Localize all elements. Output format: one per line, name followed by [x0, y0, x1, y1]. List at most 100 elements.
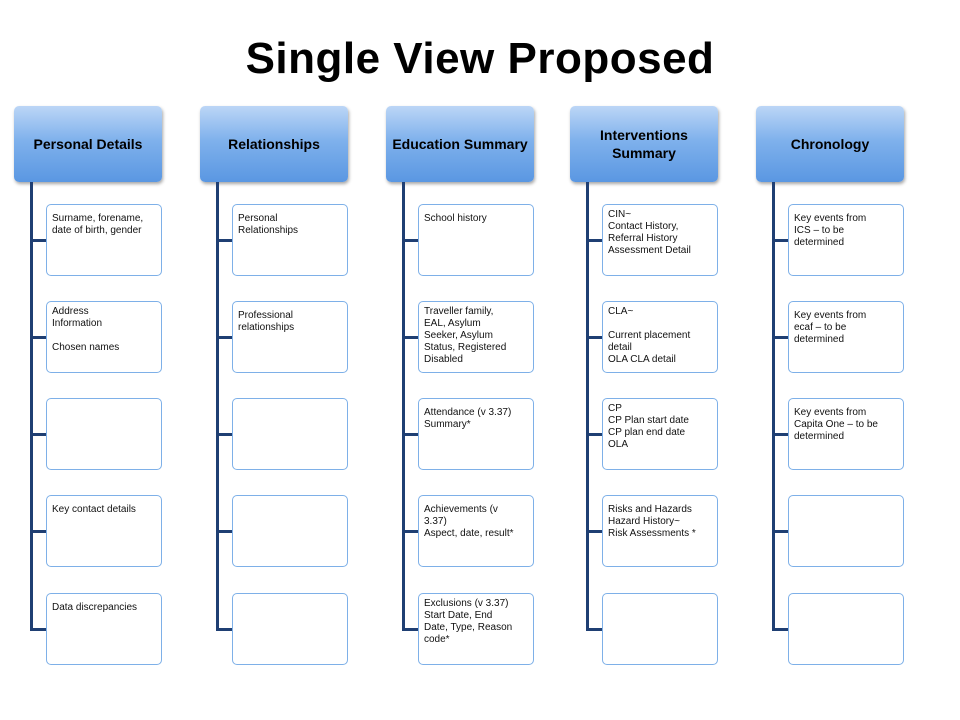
- connector-branch: [402, 239, 418, 242]
- box-text-line: Capita One – to be: [794, 419, 878, 430]
- connector-branch: [216, 530, 232, 533]
- connector-branch: [30, 530, 46, 533]
- box-text-line: 3.37): [424, 516, 447, 527]
- box-text-line: detail: [608, 342, 632, 353]
- box-text-line: Personal: [238, 213, 278, 224]
- connector-branch: [586, 530, 602, 533]
- connector-branch: [30, 433, 46, 436]
- box-text-line: Achievements (v: [424, 504, 498, 515]
- connector-branch: [402, 628, 418, 631]
- box-text-line: Date, Type, Reason: [424, 622, 513, 633]
- connector-branch: [586, 239, 602, 242]
- column-header-education-summary: Education Summary: [386, 106, 534, 182]
- box-text-line: ICS – to be: [794, 225, 845, 236]
- box-text-line: Contact History,: [608, 221, 679, 232]
- box-text-line: determined: [794, 237, 845, 248]
- box-text-line: Risk Assessments *: [608, 528, 696, 539]
- box-text-line: Key contact details: [52, 504, 136, 515]
- child-box-personal-details-1: Surname, forename,date of birth, gender: [46, 204, 162, 276]
- box-text-line: Key events from: [794, 310, 867, 321]
- page-title: Single View Proposed: [245, 34, 715, 83]
- box-text-line: determined: [794, 334, 845, 345]
- connector-branch: [402, 336, 418, 339]
- child-box-personal-details-5: Data discrepancies: [46, 593, 162, 665]
- connector-branch: [772, 628, 788, 631]
- box-text-line: Information: [52, 318, 103, 329]
- box-text-line: Chosen names: [52, 342, 120, 353]
- box-text-line: School history: [424, 213, 487, 224]
- child-box-relationships-4: [232, 495, 348, 567]
- box-text-line: Start Date, End: [424, 610, 493, 621]
- box-text-line: Professional: [238, 310, 294, 321]
- child-box-chronology-4: [788, 495, 904, 567]
- connector-branch: [402, 530, 418, 533]
- child-box-education-summary-1: School history: [418, 204, 534, 276]
- box-text-line: Relationships: [238, 225, 299, 236]
- column-header-relationships: Relationships: [200, 106, 348, 182]
- box-text-line: Aspect, date, result*: [424, 528, 514, 539]
- box-text-line: OLA: [608, 439, 629, 450]
- column-header-interventions-summary: Interventions Summary: [570, 106, 718, 182]
- box-text-line: [52, 330, 156, 342]
- connector-trunk: [402, 182, 405, 631]
- box-text-line: Current placement: [608, 330, 691, 341]
- connector-branch: [216, 628, 232, 631]
- box-text-line: Key events from: [794, 407, 867, 418]
- connector-branch: [402, 433, 418, 436]
- box-text-line: Address: [52, 306, 89, 317]
- connector-branch: [772, 433, 788, 436]
- child-box-relationships-5: [232, 593, 348, 665]
- connector-trunk: [30, 182, 33, 631]
- connector-branch: [772, 530, 788, 533]
- box-text-line: determined: [794, 431, 845, 442]
- child-box-chronology-5: [788, 593, 904, 665]
- connector-trunk: [772, 182, 775, 631]
- box-text-line: Attendance (v 3.37): [424, 407, 512, 418]
- box-text-line: relationships: [238, 322, 295, 333]
- child-box-relationships-3: [232, 398, 348, 470]
- box-text-line: CP Plan start date: [608, 415, 689, 426]
- connector-branch: [216, 433, 232, 436]
- box-text-line: Exclusions (v 3.37): [424, 598, 509, 609]
- box-text-line: EAL, Asylum: [424, 318, 481, 329]
- connector-branch: [30, 628, 46, 631]
- connector-branch: [216, 239, 232, 242]
- child-box-personal-details-3: [46, 398, 162, 470]
- box-text-line: Seeker, Asylum: [424, 330, 493, 341]
- box-text-line: Data discrepancies: [52, 602, 138, 613]
- connector-branch: [772, 239, 788, 242]
- box-text-line: Traveller family,: [424, 306, 494, 317]
- box-text-line: Hazard History~: [608, 516, 680, 527]
- child-box-education-summary-3: Attendance (v 3.37)Summary*: [418, 398, 534, 470]
- box-text-line: code*: [424, 634, 450, 645]
- connector-branch: [586, 628, 602, 631]
- box-text-line: Disabled: [424, 354, 463, 365]
- connector-branch: [216, 336, 232, 339]
- connector-branch: [772, 336, 788, 339]
- box-text-line: Risks and Hazards: [608, 504, 692, 515]
- connector-branch: [30, 239, 46, 242]
- connector-branch: [586, 336, 602, 339]
- box-text-line: Summary*: [424, 419, 471, 430]
- box-text-line: Surname, forename,: [52, 213, 144, 224]
- box-text-line: CP plan end date: [608, 427, 686, 438]
- connector-trunk: [216, 182, 219, 631]
- connector-branch: [30, 336, 46, 339]
- child-box-personal-details-4: Key contact details: [46, 495, 162, 567]
- box-text-line: Status, Registered: [424, 342, 507, 353]
- box-text-line: CP: [608, 403, 622, 414]
- box-text-line: [608, 318, 712, 330]
